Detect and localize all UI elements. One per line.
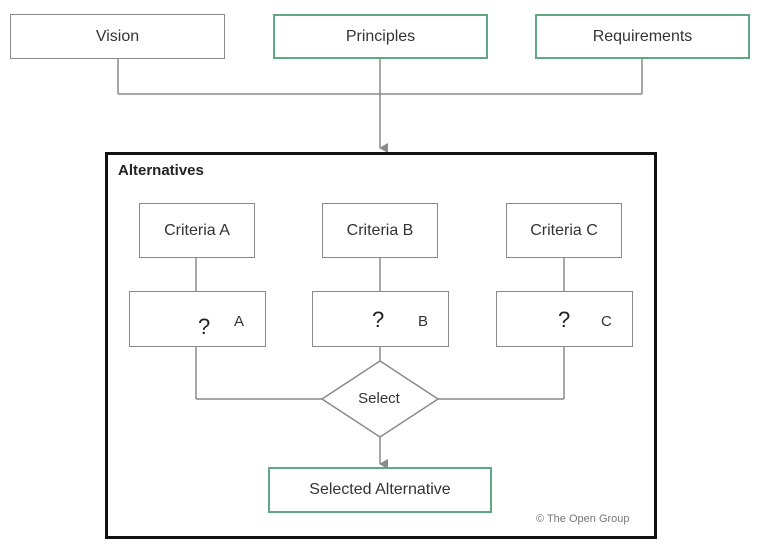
criteria-c-box: Criteria C	[506, 203, 622, 258]
vision-label: Vision	[95, 27, 140, 45]
requirements-box: Requirements	[535, 14, 750, 59]
option-c-question-mark: ?	[558, 307, 571, 332]
principles-box: Principles	[273, 14, 488, 59]
criteria-b-label: Criteria B	[346, 221, 414, 239]
requirements-label: Requirements	[592, 27, 693, 45]
option-b-question-mark: ?	[372, 307, 385, 332]
criteria-a-label: Criteria A	[164, 221, 230, 239]
selected-alternative-label: Selected Alternative	[309, 481, 451, 498]
option-b-letter: B	[418, 313, 429, 330]
option-a-question-mark: ?	[198, 314, 211, 339]
select-diamond	[320, 360, 440, 438]
alternatives-title: Alternatives	[118, 162, 204, 179]
option-c-letter: C	[601, 313, 612, 330]
alternatives-frame	[105, 152, 657, 539]
option-c-box	[496, 291, 633, 347]
option-a-box	[129, 291, 266, 347]
select-label: Select	[358, 390, 400, 407]
option-a-letter: A	[234, 313, 245, 330]
criteria-b-box: Criteria B	[322, 203, 438, 258]
vision-box: Vision	[10, 14, 225, 59]
criteria-c-label: Criteria C	[530, 221, 598, 239]
principles-label: Principles	[345, 27, 416, 45]
option-b-box	[312, 291, 449, 347]
selected-alternative-box: Selected Alternative	[268, 467, 492, 513]
copyright-notice: © The Open Group	[536, 513, 630, 525]
criteria-a-box: Criteria A	[139, 203, 255, 258]
